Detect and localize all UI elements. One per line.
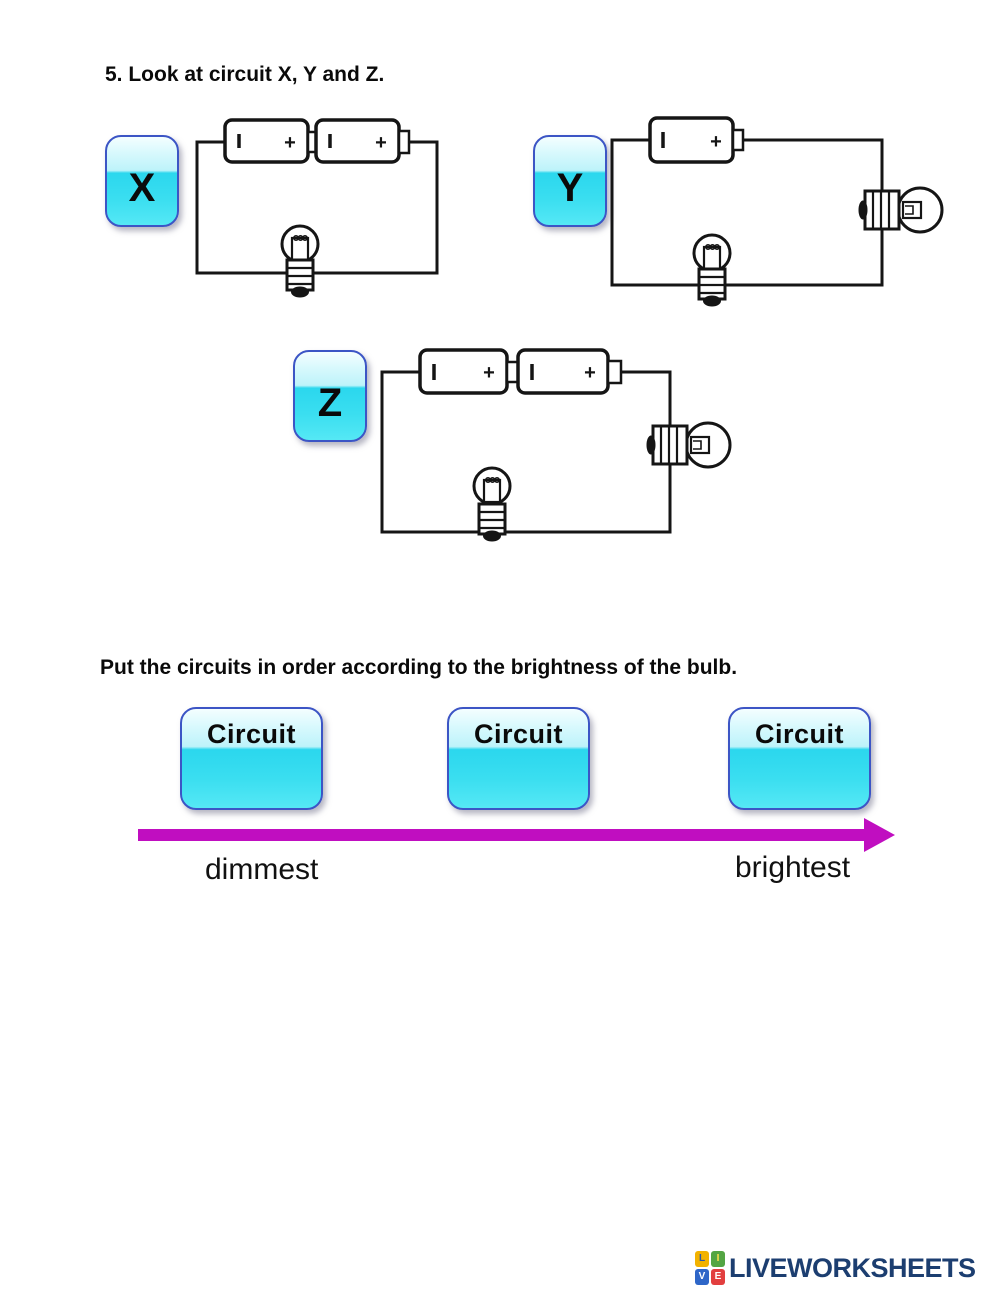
circuit-z-diagram: + + [380, 348, 732, 542]
logo-tile-i: I [711, 1251, 725, 1267]
circuit-y-diagram: + [610, 116, 944, 307]
question-text: Put the circuits in order according to t… [100, 656, 738, 679]
logo-tile-l: L [695, 1251, 709, 1267]
liveworksheets-logo: L I V E LIVEWORKSHEETS [695, 1251, 976, 1285]
circuit-x-diagram: + + [195, 118, 439, 298]
circuit-x-wire [195, 140, 439, 275]
battery-plus-label: + [710, 131, 722, 153]
brightness-arrow [138, 829, 866, 841]
exercise-title: 5. Look at circuit X, Y and Z. [105, 63, 385, 86]
bulb-icon [646, 421, 732, 469]
logo-tile-e: E [711, 1269, 725, 1285]
battery-icon: + + [418, 348, 623, 395]
battery-plus-label: + [584, 362, 596, 384]
circuit-x-tag[interactable]: X [105, 135, 179, 227]
battery-plus-label: + [284, 132, 296, 154]
bulb-icon [280, 224, 320, 298]
circuit-y-wire [610, 138, 884, 287]
liveworksheets-logo-icon: L I V E [695, 1251, 725, 1285]
bulb-icon [858, 186, 944, 234]
logo-tile-v: V [695, 1269, 709, 1285]
brightness-arrow-head-icon [864, 818, 895, 852]
liveworksheets-logo-text: LIVEWORKSHEETS [729, 1252, 976, 1283]
battery-plus-label: + [375, 132, 387, 154]
circuit-z-wire [380, 370, 672, 534]
circuit-y-tag[interactable]: Y [533, 135, 607, 227]
answer-box-3[interactable]: Circuit [728, 707, 871, 810]
circuit-z-tag[interactable]: Z [293, 350, 367, 442]
battery-icon: + [648, 116, 745, 164]
bulb-icon [472, 466, 512, 542]
battery-icon: + + [223, 118, 411, 164]
answer-box-2[interactable]: Circuit [447, 707, 590, 810]
brightest-label: brightest [735, 851, 851, 884]
bulb-icon [692, 233, 732, 307]
dimmest-label: dimmest [205, 853, 319, 886]
answer-box-1[interactable]: Circuit [180, 707, 323, 810]
battery-plus-label: + [483, 362, 495, 384]
